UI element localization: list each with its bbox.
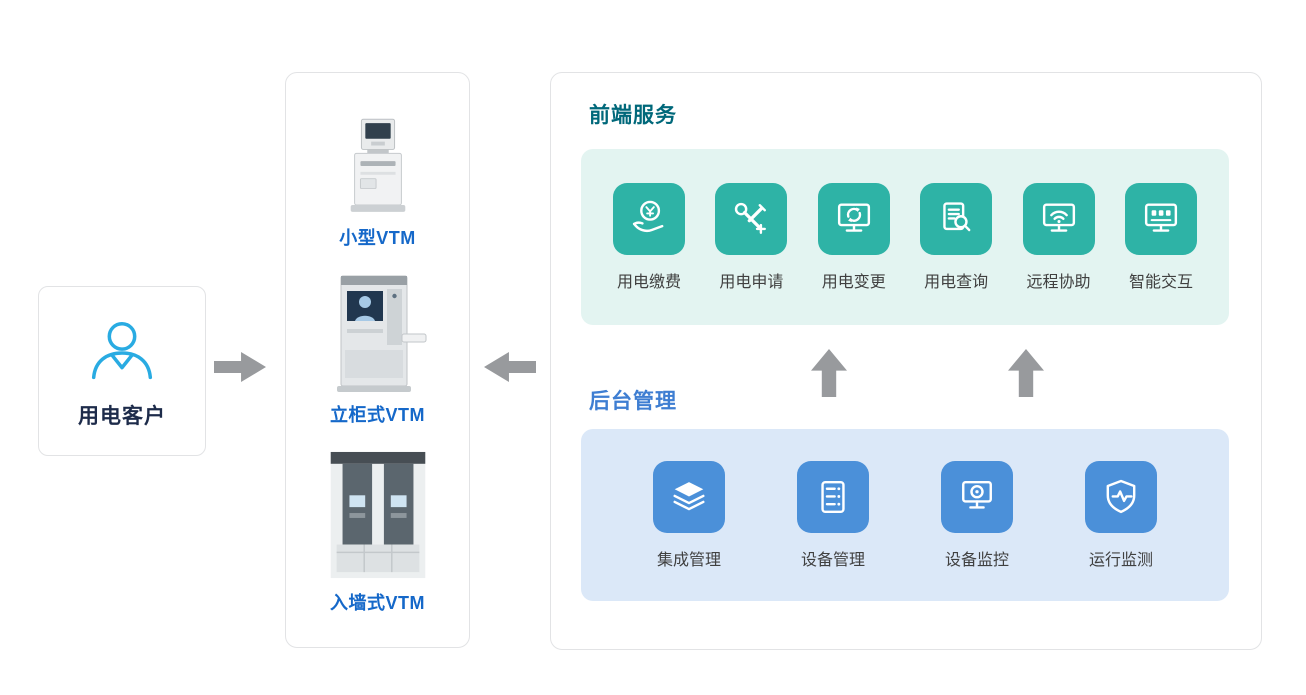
backend-item-label: 运行监测 — [1088, 551, 1153, 569]
backend-item-label: 设备监控 — [944, 551, 1009, 569]
frontend-item-label: 用电变更 — [821, 273, 886, 291]
frontend-section-title: 前端服务 — [589, 104, 677, 127]
frontend-item-smart-interaction: 智能交互 — [1124, 182, 1197, 292]
frontend-item-change: 用电变更 — [817, 182, 890, 292]
tools-plus-icon — [715, 182, 788, 255]
services-box: 前端服务 用电缴费 — [550, 72, 1262, 650]
vtm-machines-box: 小型VTM 立柜式VTM — [285, 72, 470, 648]
shield-pulse-icon — [1085, 460, 1157, 533]
vtm-item-wall: 入墙式VTM — [328, 450, 428, 615]
layers-icon — [653, 460, 725, 533]
arrow-backend-to-frontend-icon — [1008, 349, 1044, 397]
customer-label: 用电客户 — [78, 405, 166, 428]
vtm-label-small: 小型VTM — [339, 228, 416, 248]
person-icon — [91, 321, 153, 380]
backend-item-device-monitoring: 设备监控 — [941, 460, 1013, 570]
cabinet-vtm-machine-image — [328, 274, 428, 392]
backend-section-title: 后台管理 — [589, 390, 677, 413]
hand-coin-yen-icon — [613, 182, 685, 255]
frontend-item-label: 远程协助 — [1026, 273, 1091, 291]
vtm-item-cabinet: 立柜式VTM — [328, 274, 428, 427]
monitor-camera-icon — [941, 460, 1013, 533]
frontend-item-payment: 用电缴费 — [613, 182, 685, 292]
backend-management-panel: 集成管理 设备管理 — [581, 429, 1229, 601]
backend-item-integration: 集成管理 — [653, 460, 725, 570]
server-icon — [797, 460, 869, 533]
frontend-item-label: 用电查询 — [924, 273, 989, 291]
backend-item-device-management: 设备管理 — [797, 460, 869, 570]
frontend-services-panel: 用电缴费 用电申请 — [581, 149, 1229, 325]
backend-item-operation-monitoring: 运行监测 — [1085, 460, 1157, 570]
monitor-refresh-icon — [817, 182, 890, 255]
frontend-item-remote-assist: 远程协助 — [1022, 182, 1095, 292]
vtm-label-cabinet: 立柜式VTM — [330, 404, 425, 425]
backend-item-label: 集成管理 — [656, 551, 721, 569]
frontend-item-label: 用电缴费 — [616, 273, 681, 291]
monitor-wifi-icon — [1022, 182, 1095, 255]
vtm-item-small: 小型VTM — [339, 117, 417, 250]
arrow-backend-to-frontend-icon — [811, 349, 847, 397]
backend-item-label: 设备管理 — [800, 551, 865, 569]
wall-vtm-machine-image — [328, 450, 428, 580]
customer-box: 用电客户 — [38, 286, 206, 456]
vtm-label-wall: 入墙式VTM — [330, 593, 425, 613]
monitor-widgets-icon — [1124, 182, 1197, 255]
frontend-item-application: 用电申请 — [715, 182, 788, 292]
small-vtm-machine-image — [339, 117, 417, 215]
arrow-customer-to-vtm-icon — [214, 352, 266, 382]
document-search-icon — [920, 182, 993, 255]
arrow-services-to-vtm-icon — [484, 352, 536, 382]
frontend-item-label: 用电申请 — [719, 273, 784, 291]
frontend-item-label: 智能交互 — [1128, 273, 1193, 291]
frontend-item-inquiry: 用电查询 — [920, 182, 993, 292]
